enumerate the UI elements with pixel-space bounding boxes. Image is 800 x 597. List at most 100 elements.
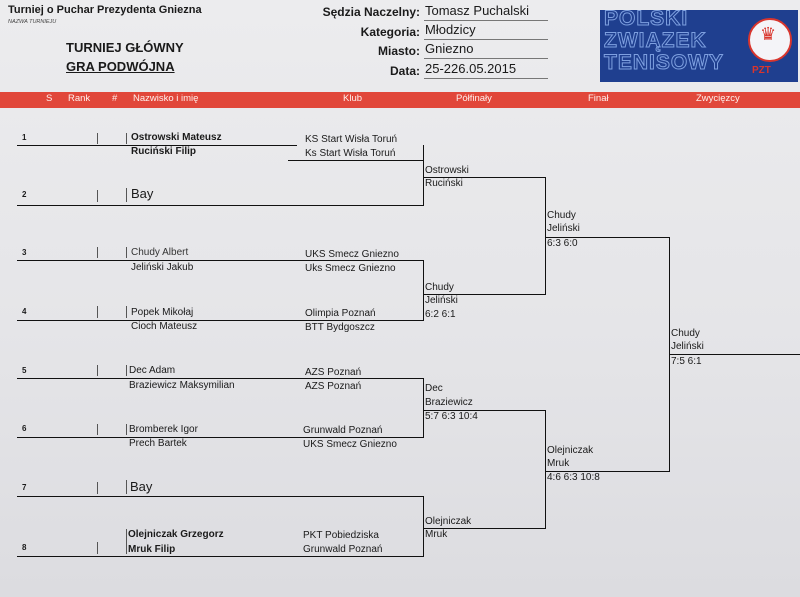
round2-line <box>423 177 545 178</box>
club-name: PKT Pobiedziska <box>303 530 379 541</box>
player-name: Bromberek Igor <box>129 424 198 435</box>
round3-winner-a: Chudy <box>547 210 576 221</box>
bracket-connector <box>423 378 424 438</box>
round3-line <box>545 471 669 472</box>
city-label: Miasto: <box>378 44 420 58</box>
draw-title-main: TURNIEJ GŁÓWNY <box>66 40 184 55</box>
player-name: Dec Adam <box>129 365 176 376</box>
city-underline <box>424 58 548 59</box>
col-separator <box>126 188 127 202</box>
entry-line <box>17 320 423 321</box>
col-rank: Rank <box>68 93 91 104</box>
logo-mark: PZT <box>752 65 771 76</box>
club-name: Grunwald Poznań <box>303 544 383 555</box>
player-name: Chudy Albert <box>131 247 189 258</box>
tournament-name: Turniej o Puchar Prezydenta Gniezna <box>8 4 202 16</box>
round3-score: 6:3 6:0 <box>547 238 578 249</box>
col-club: Klub <box>343 93 363 104</box>
player-name: Popek Mikołaj <box>131 307 194 318</box>
club-name: BTT Bydgoszcz <box>305 322 375 333</box>
club-name: KS Start Wisła Toruń <box>305 134 398 145</box>
round2-winner-b: Mruk <box>425 529 448 540</box>
seed-number: 1 <box>22 133 27 142</box>
referee-label: Sędzia Naczelny: <box>322 5 420 19</box>
col-separator <box>97 424 98 435</box>
club-name: AZS Poznań <box>305 381 362 392</box>
col-separator <box>97 365 98 376</box>
player-name: Ruciński Filip <box>131 146 197 157</box>
club-name: Grunwald Poznań <box>303 425 383 436</box>
bracket-connector <box>423 260 424 321</box>
date-value: 25-226.05.2015 <box>425 61 517 76</box>
bracket-connector <box>545 177 546 295</box>
col-s: S <box>46 93 53 104</box>
entry-line <box>17 496 423 497</box>
champion-score: 7:5 6:1 <box>671 356 702 367</box>
bye-label: Bay <box>130 479 153 494</box>
player-name: Prech Bartek <box>129 438 187 449</box>
col-separator <box>97 133 98 144</box>
club-name: Uks Smecz Gniezno <box>305 263 396 274</box>
club-name: Olimpia Poznań <box>305 308 376 319</box>
seed-number: 4 <box>22 307 27 316</box>
referee-underline <box>424 20 548 21</box>
col-separator <box>97 247 98 258</box>
club-name: UKS Smecz Gniezno <box>303 439 397 450</box>
round3-winner-b: Mruk <box>547 458 570 469</box>
col-name: Nazwisko i imię <box>133 93 199 104</box>
seed-number: 7 <box>22 483 27 492</box>
round2-winner-b: Braziewicz <box>425 397 473 408</box>
entry-line <box>17 556 423 557</box>
round3-winner-b: Jeliński <box>547 223 580 234</box>
referee-value: Tomasz Puchalski <box>425 3 530 18</box>
col-separator <box>126 247 127 258</box>
round2-winner-a: Chudy <box>425 282 454 293</box>
round2-winner-a: Ostrowski <box>425 165 469 176</box>
draw-title: TURNIEJ GŁÓWNY GRA PODWÓJNA <box>66 38 184 76</box>
category-underline <box>424 39 548 40</box>
player-name: Mruk Filip <box>128 544 176 555</box>
city-value: Gniezno <box>425 41 474 56</box>
round2-winner-b: Jeliński <box>425 295 458 306</box>
player-name: Ostrowski Mateusz <box>131 132 222 143</box>
entry-line <box>17 378 423 379</box>
seed-number: 6 <box>22 424 27 433</box>
col-winner: Zwycięzcy <box>696 93 740 104</box>
round3-line <box>545 237 669 238</box>
bye-label: Bay <box>131 186 154 201</box>
col-separator <box>126 306 127 318</box>
col-separator <box>126 480 127 494</box>
club-name: Ks Start Wisła Toruń <box>305 148 396 159</box>
player-name: Jeliński Jakub <box>131 262 194 273</box>
column-header-bar: S Rank # Nazwisko i imię Klub Półfinały … <box>0 92 800 108</box>
round3-score: 4:6 6:3 10:8 <box>547 472 600 483</box>
tennis-ball-emblem-icon <box>748 18 792 62</box>
bracket-connector <box>423 145 424 206</box>
player-name: Olejniczak Grzegorz <box>128 529 224 540</box>
entry-line <box>17 260 423 261</box>
round2-winner-b: Ruciński <box>425 178 463 189</box>
seed-number: 3 <box>22 248 27 257</box>
entry-line <box>17 437 423 438</box>
pzt-logo: POLSKI ZWIĄZEK TENISOWY ♛ PZT <box>600 10 798 82</box>
champion-a: Chudy <box>671 328 700 339</box>
round2-line <box>423 528 545 529</box>
champion-line <box>669 354 800 355</box>
category-label: Kategoria: <box>360 25 420 39</box>
seed-number: 2 <box>22 190 27 199</box>
date-label: Data: <box>389 64 420 78</box>
club-name: UKS Smecz Gniezno <box>305 249 399 260</box>
bracket-connector <box>423 496 424 557</box>
tournament-caption: NAZWA TURNIEJU <box>8 19 57 25</box>
entry-line <box>17 145 297 146</box>
round2-score: 6:2 6:1 <box>425 309 456 320</box>
player-name: Cioch Mateusz <box>131 321 198 332</box>
col-separator <box>97 482 98 494</box>
date-underline <box>424 78 548 79</box>
round2-winner-a: Olejniczak <box>425 516 472 527</box>
champion-b: Jeliński <box>671 341 704 352</box>
round2-winner-a: Dec <box>425 383 443 394</box>
col-separator <box>97 190 98 202</box>
round3-winner-a: Olejniczak <box>547 445 594 456</box>
